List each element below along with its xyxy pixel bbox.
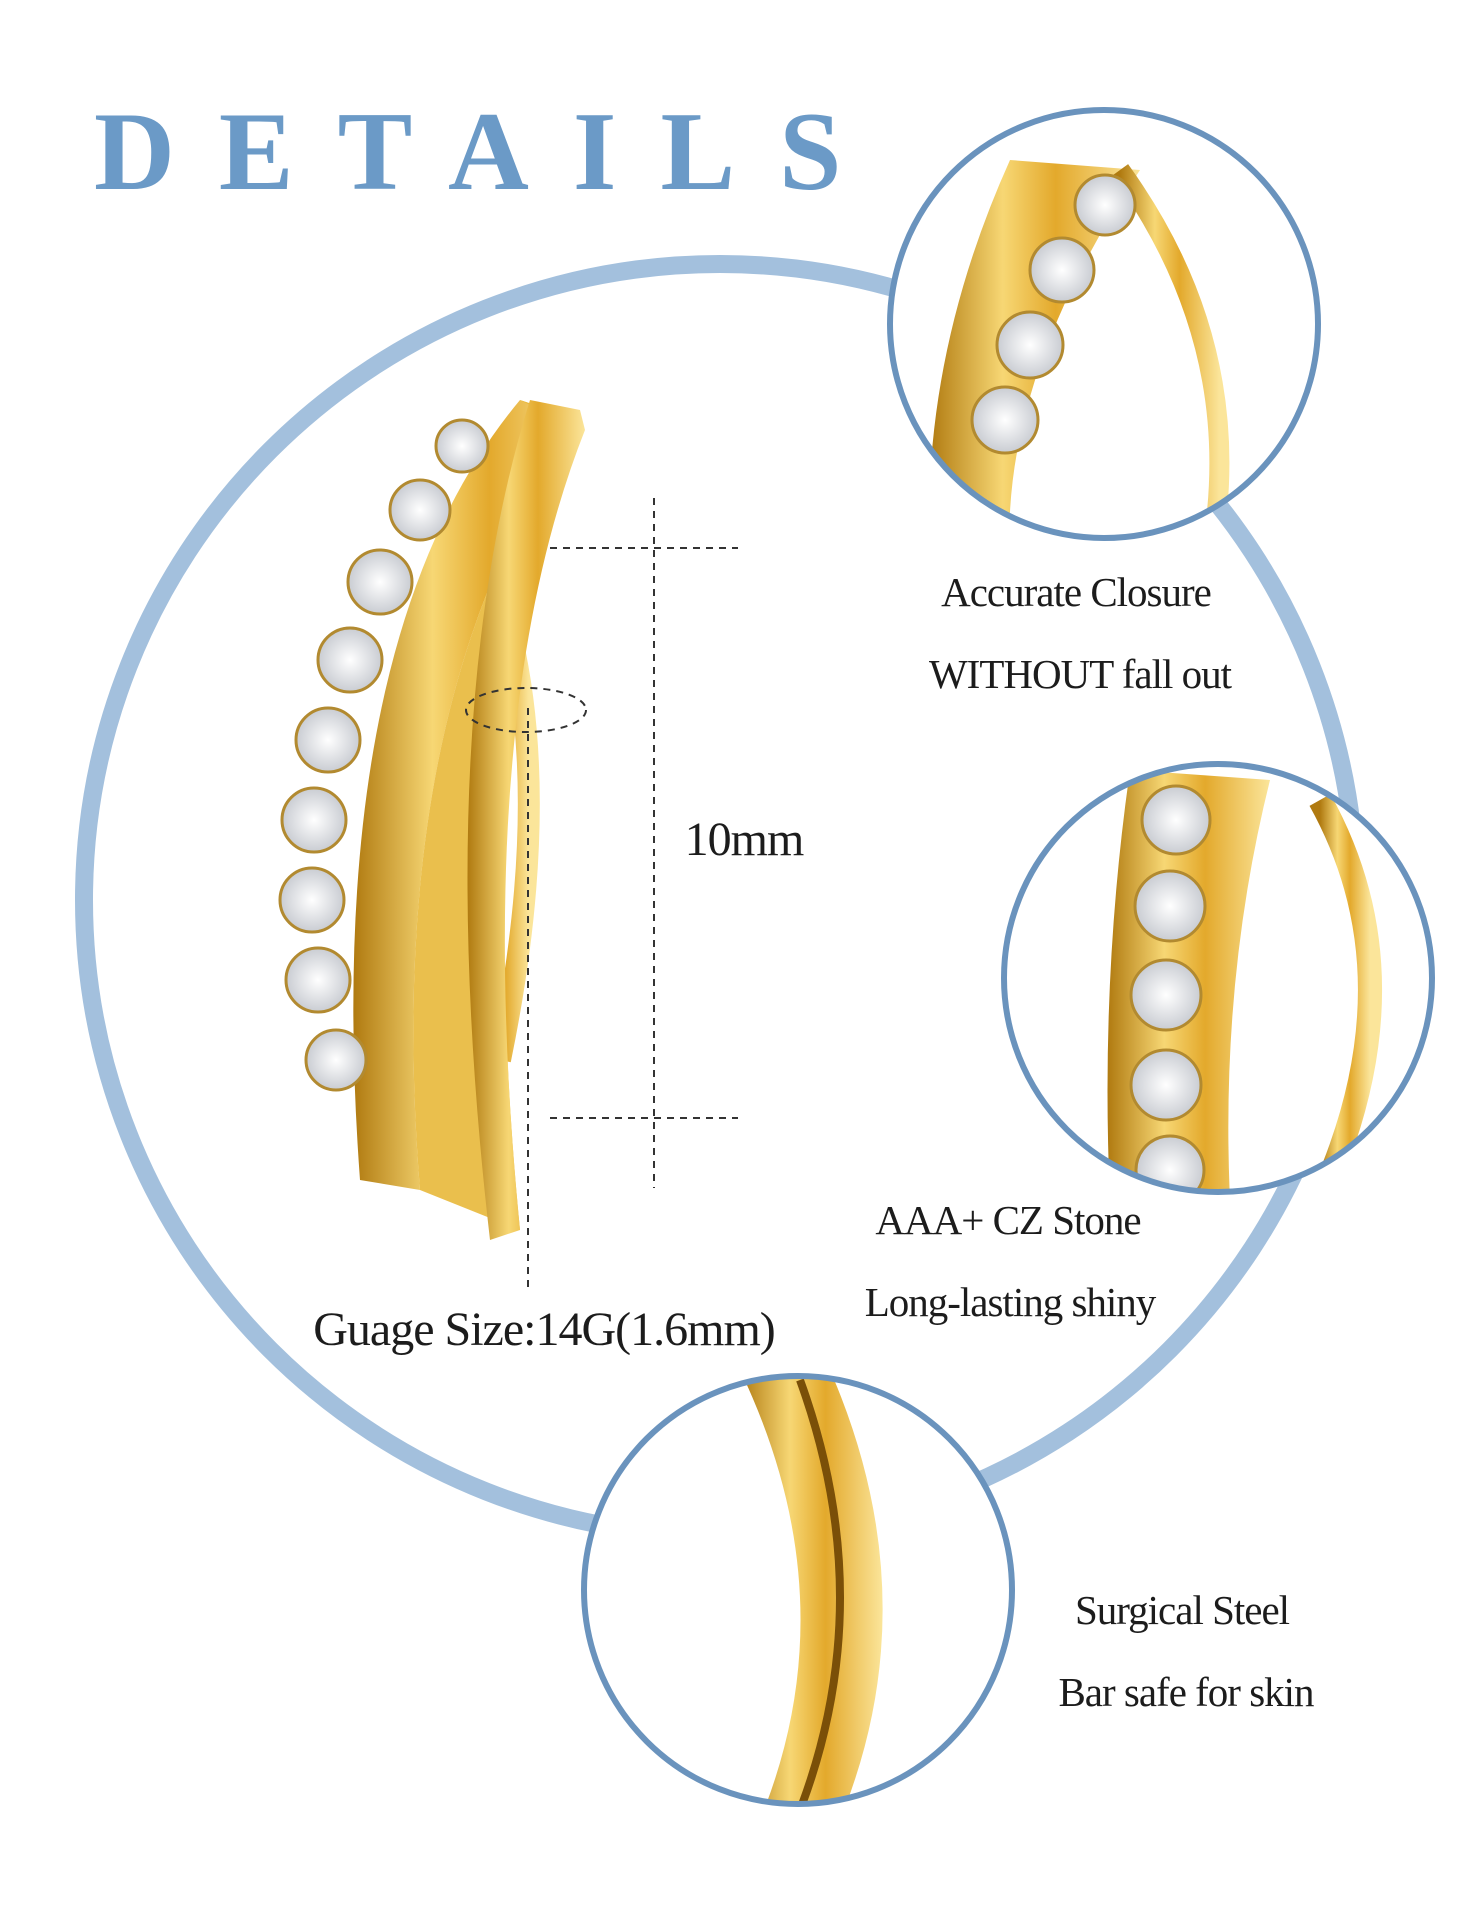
feature-steel-desc: Bar safe for skin bbox=[1058, 1669, 1314, 1715]
detail-stone-image bbox=[1004, 764, 1432, 1192]
detail-steel-image bbox=[584, 1376, 1012, 1804]
feature-steel-title: Surgical Steel bbox=[1074, 1587, 1290, 1633]
page-title: DETAILS bbox=[94, 90, 886, 214]
dimension-label: 10mm bbox=[684, 813, 805, 866]
feature-stone-title: AAA+ CZ Stone bbox=[875, 1197, 1141, 1243]
detail-circle-closure bbox=[887, 107, 1321, 541]
gem-row bbox=[278, 418, 490, 1092]
dimension-lines bbox=[465, 498, 738, 1290]
detail-circle-stone bbox=[1001, 761, 1435, 1195]
belly-ring-image bbox=[353, 400, 585, 1240]
gauge-label: Guage Size:14G(1.6mm) bbox=[313, 1303, 776, 1356]
feature-closure-title: Accurate Closure bbox=[941, 569, 1212, 615]
feature-closure-desc: WITHOUT fall out bbox=[928, 651, 1232, 697]
detail-circle-steel bbox=[581, 1373, 1015, 1807]
detail-closure-image bbox=[890, 110, 1318, 538]
feature-stone-desc: Long-lasting shiny bbox=[864, 1279, 1157, 1325]
